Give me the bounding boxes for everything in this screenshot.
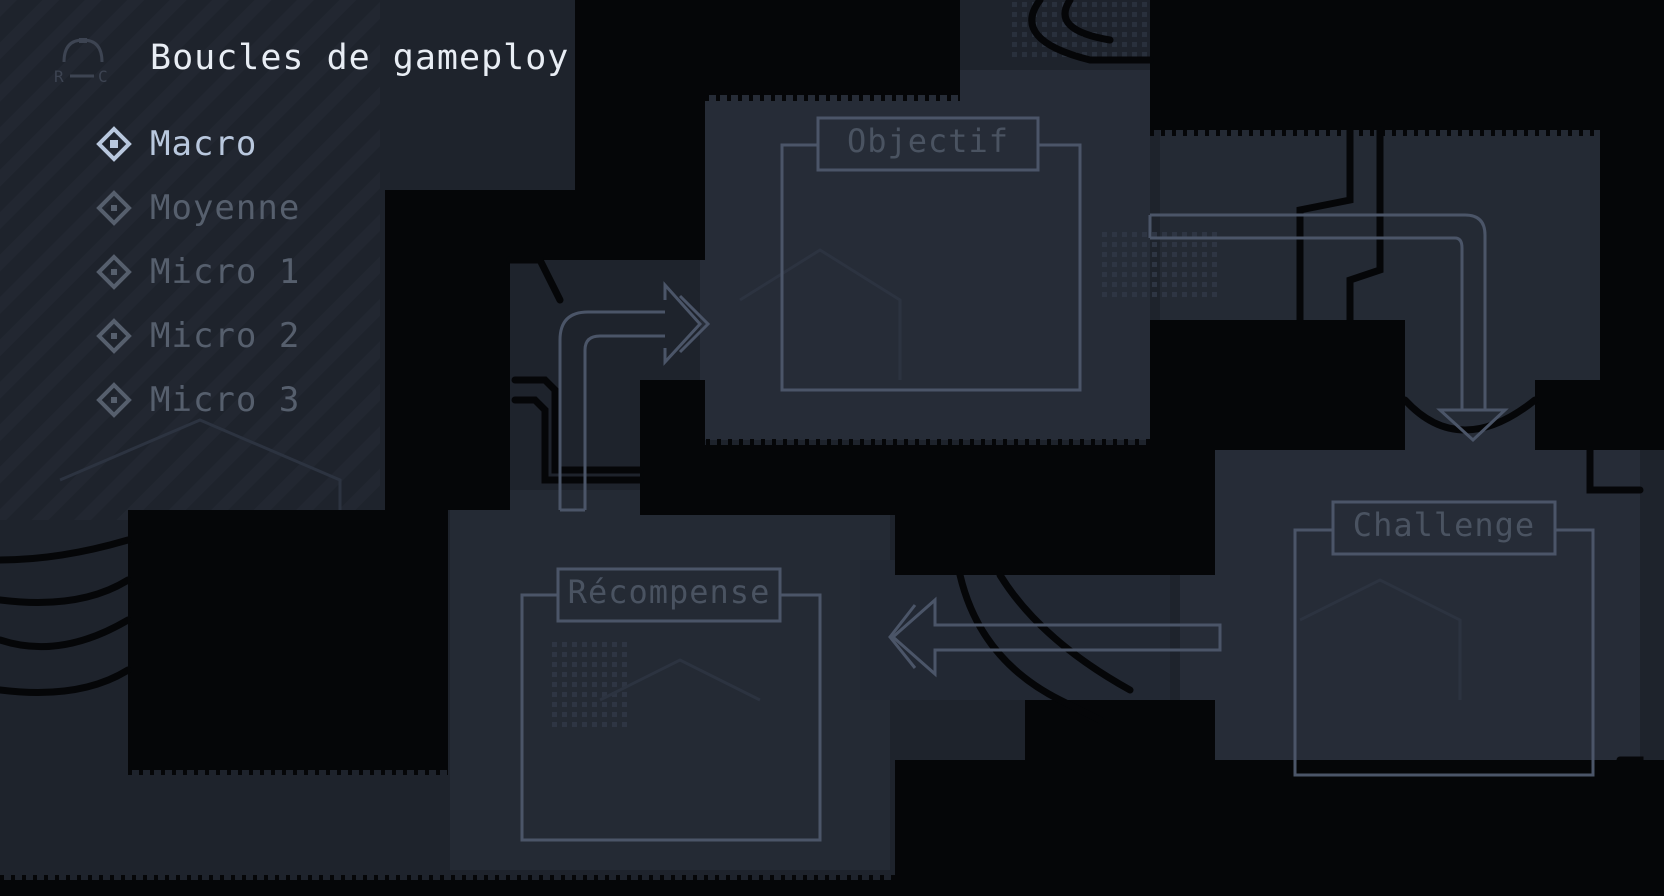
node-challenge-label: Challenge <box>1352 506 1536 544</box>
menu-item-moyenne[interactable]: Moyenne <box>96 176 300 240</box>
menu-item-label: Micro 3 <box>150 380 301 420</box>
diamond-bullet-icon <box>96 126 132 162</box>
menu-item-micro-3[interactable]: Micro 3 <box>96 368 300 432</box>
svg-text:R: R <box>54 67 64 86</box>
menu-item-label: Moyenne <box>150 188 301 228</box>
diamond-bullet-icon <box>96 382 132 418</box>
diamond-bullet-icon <box>96 190 132 226</box>
menu-item-macro[interactable]: Macro <box>96 112 300 176</box>
menu-title: Boucles de gameploy <box>150 38 570 78</box>
menu-item-label: Macro <box>150 124 258 164</box>
arrow-recompense-to-objectif <box>558 310 665 510</box>
arrow-challenge-to-recompense <box>890 596 1222 678</box>
diamond-bullet-icon <box>96 254 132 290</box>
menu-item-micro-2[interactable]: Micro 2 <box>96 304 300 368</box>
menu-item-label: Micro 2 <box>150 316 301 356</box>
menu-item-label: Micro 1 <box>150 252 301 292</box>
svg-text:C: C <box>98 67 108 86</box>
node-recompense-label: Récompense <box>567 573 771 611</box>
node-objectif-label: Objectif <box>846 122 1010 160</box>
arrow-objectif-to-challenge <box>1150 213 1487 410</box>
menu-item-micro-1[interactable]: Micro 1 <box>96 240 300 304</box>
loop-menu: Macro Moyenne Micro 1 Micro 2 <box>96 112 300 432</box>
diamond-bullet-icon <box>96 318 132 354</box>
arc-loop-icon: R C <box>54 38 108 86</box>
